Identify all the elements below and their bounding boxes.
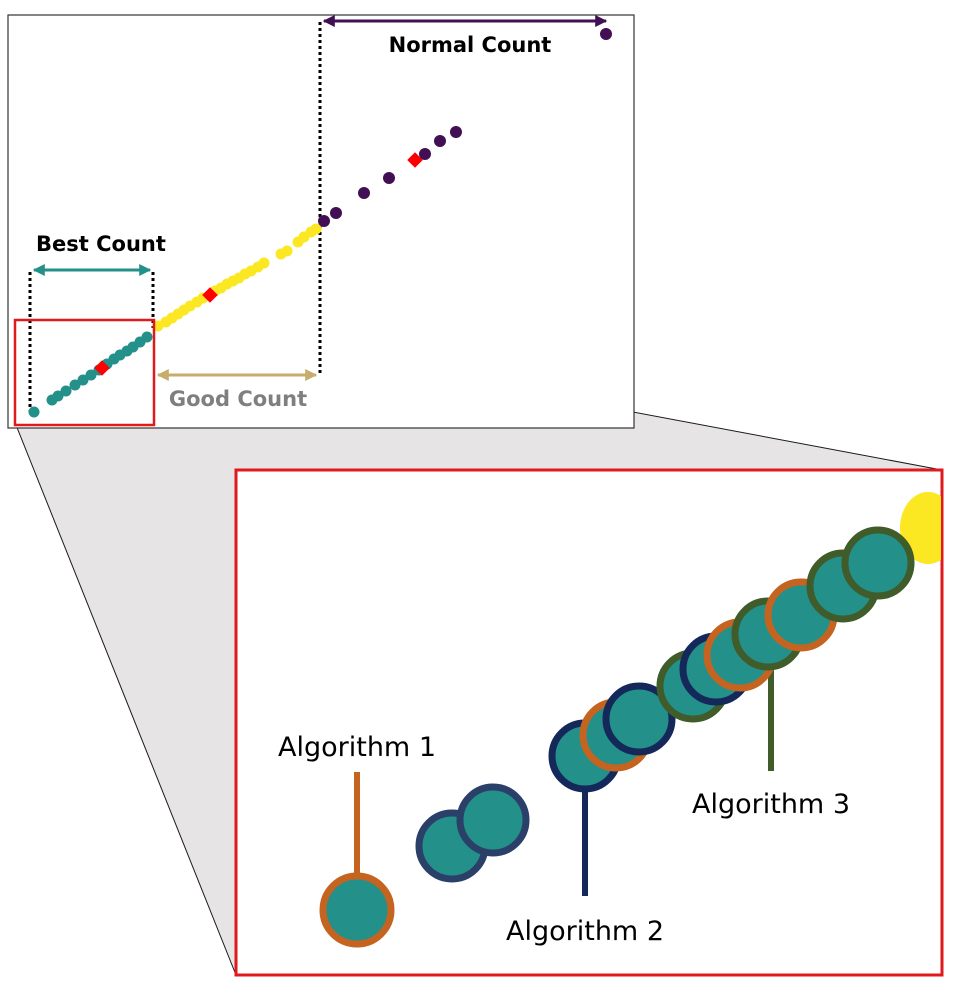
algorithm-1-label: Algorithm 1 (278, 732, 436, 763)
normal-point (330, 207, 342, 219)
normal-point (318, 215, 330, 227)
best-point (141, 331, 153, 343)
good-count-label: Good Count (169, 387, 307, 411)
algorithm-2-label: Algorithm 2 (506, 916, 664, 947)
diamond-marker-icon (202, 287, 218, 303)
best-point (28, 406, 40, 418)
best-point (52, 390, 64, 402)
good-point (281, 245, 293, 257)
normal-point (383, 172, 395, 184)
best-count-label: Best Count (36, 232, 166, 256)
best-point (77, 374, 89, 386)
diamond-marker-icon (407, 152, 423, 168)
good-point (310, 223, 322, 235)
normal-point (600, 28, 612, 40)
normal-point (358, 187, 370, 199)
best-point (60, 385, 72, 397)
algorithm-3-label: Algorithm 3 (692, 789, 850, 820)
best-point (69, 379, 81, 391)
algo1-point (319, 872, 395, 948)
overview-points (28, 28, 612, 418)
zoom-content (319, 492, 941, 948)
best-point (85, 369, 97, 381)
normal-point (434, 135, 446, 147)
good-point (258, 257, 270, 269)
normal-count-label: Normal Count (389, 33, 552, 57)
algo2-point (456, 783, 530, 857)
algo3-point (841, 526, 915, 600)
algo2-point (602, 682, 676, 756)
normal-point (419, 148, 431, 160)
normal-point (450, 126, 462, 138)
zoom-source-box (13, 318, 156, 427)
